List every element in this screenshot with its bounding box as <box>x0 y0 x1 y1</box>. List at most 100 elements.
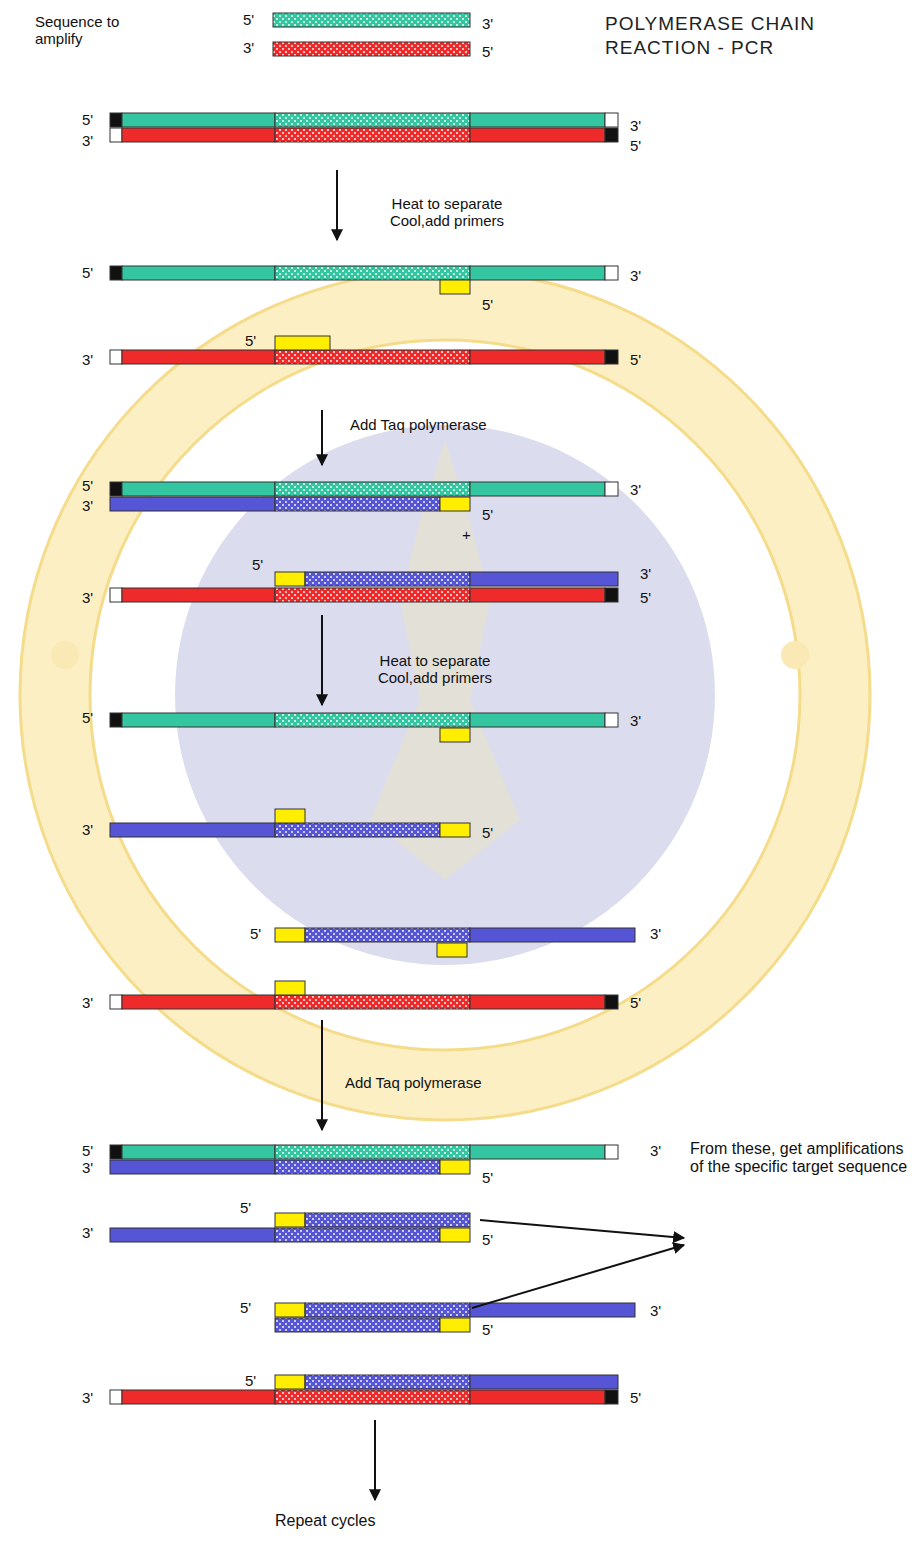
step-label: Add Taq polymerase <box>350 417 550 434</box>
strand-end-label: 5' <box>250 926 261 943</box>
strand-segment <box>275 1303 305 1317</box>
strand-segment <box>605 588 618 602</box>
step-label: Sequence to amplify <box>35 14 135 47</box>
strand-end-label: 3' <box>82 1225 93 1242</box>
strand-end-label: 3' <box>650 1143 661 1160</box>
strand-segment <box>110 113 122 127</box>
strand-segment <box>110 713 122 727</box>
strand-end-label: 3' <box>82 498 93 515</box>
strand-end-label: 5' <box>630 138 641 155</box>
strand-end-label: 3' <box>82 590 93 607</box>
strand-end-label: 5' <box>82 265 93 282</box>
strand-segment <box>122 128 275 142</box>
strand-segment <box>110 1390 122 1404</box>
strand-segment <box>110 497 275 511</box>
strand-end-label: 3' <box>630 118 641 135</box>
strand-segment <box>440 823 470 837</box>
strand-end-label: 3' <box>640 566 651 583</box>
strand-end-label: 3' <box>630 482 641 499</box>
strand-segment <box>110 823 275 837</box>
strand-segment <box>605 1145 618 1159</box>
strand-segment <box>605 482 618 496</box>
strand-segment <box>275 128 470 142</box>
strand-segment <box>605 128 618 142</box>
strand-end-label: 3' <box>82 1160 93 1177</box>
strand-end-label: 5' <box>243 12 254 29</box>
strand-end-label: 5' <box>245 1373 256 1390</box>
strand-segment <box>440 1160 470 1174</box>
strand-segment <box>275 809 305 823</box>
strand-segment <box>275 1390 470 1404</box>
leader-arrow <box>480 1220 684 1238</box>
step-label: From these, get amplifications of the sp… <box>690 1140 908 1175</box>
strand-end-label: 5' <box>82 1143 93 1160</box>
strand-segment <box>470 713 605 727</box>
strand-segment <box>275 588 470 602</box>
strand-segment <box>470 1375 618 1389</box>
strand-end-label: 3' <box>82 1390 93 1407</box>
strand-segment <box>110 1228 275 1242</box>
strand-end-label: + <box>462 527 471 544</box>
step-label: Repeat cycles <box>275 1512 475 1530</box>
strand-end-label: 3' <box>482 16 493 33</box>
strand-end-label: 3' <box>650 1303 661 1320</box>
strand-segment <box>470 572 618 586</box>
strand-end-label: 3' <box>650 926 661 943</box>
strand-segment <box>437 943 467 957</box>
strand-segment <box>470 588 605 602</box>
strand-end-label: 5' <box>482 1322 493 1339</box>
strand-segment <box>305 1375 470 1389</box>
strand-segment <box>470 928 635 942</box>
strand-segment <box>605 113 618 127</box>
strand-segment <box>275 336 330 350</box>
strand-end-label: 5' <box>82 710 93 727</box>
strand-segment <box>470 1145 605 1159</box>
strand-end-label: 5' <box>630 352 641 369</box>
step-arrow <box>321 615 323 705</box>
strand-segment <box>275 497 440 511</box>
strand-segment <box>275 1160 440 1174</box>
strand-segment <box>122 588 275 602</box>
strand-end-label: 5' <box>252 557 263 574</box>
strand-end-label: 5' <box>240 1300 251 1317</box>
strand-segment <box>305 572 470 586</box>
strand-segment <box>110 128 122 142</box>
strand-segment <box>110 1160 275 1174</box>
strand-segment <box>440 728 470 742</box>
strand-segment <box>305 1303 470 1317</box>
strand-end-label: 3' <box>630 268 641 285</box>
strand-segment <box>470 1303 635 1317</box>
strand-segment <box>305 928 470 942</box>
strand-end-label: 3' <box>630 713 641 730</box>
strand-segment <box>122 1145 275 1159</box>
strand-segment <box>605 713 618 727</box>
step-arrow <box>336 170 338 240</box>
strand-end-label: 5' <box>482 825 493 842</box>
strand-segment <box>440 1228 470 1242</box>
strand-segment <box>110 588 122 602</box>
title: POLYMERASE CHAIN REACTION - PCR <box>605 12 905 60</box>
strand-segment <box>470 350 605 364</box>
strand-segment <box>275 350 470 364</box>
strand-end-label: 3' <box>243 40 254 57</box>
strand-end-label: 5' <box>82 478 93 495</box>
strand-segment <box>122 713 275 727</box>
strand-segment <box>605 995 618 1009</box>
strand-segment <box>122 266 275 280</box>
strand-segment <box>275 1145 470 1159</box>
strand-end-label: 3' <box>82 133 93 150</box>
strand-end-label: 5' <box>640 590 651 607</box>
strand-segment <box>275 713 470 727</box>
step-arrow <box>321 1020 323 1130</box>
strand-end-label: 3' <box>82 822 93 839</box>
strand-end-label: 5' <box>82 112 93 129</box>
strand-segment <box>275 113 470 127</box>
strand-segment <box>470 113 605 127</box>
strand-segment <box>440 1318 470 1332</box>
strand-segment <box>275 1213 305 1227</box>
strand-segment <box>275 995 470 1009</box>
strand-end-label: 5' <box>245 333 256 350</box>
strand-segment <box>110 350 122 364</box>
